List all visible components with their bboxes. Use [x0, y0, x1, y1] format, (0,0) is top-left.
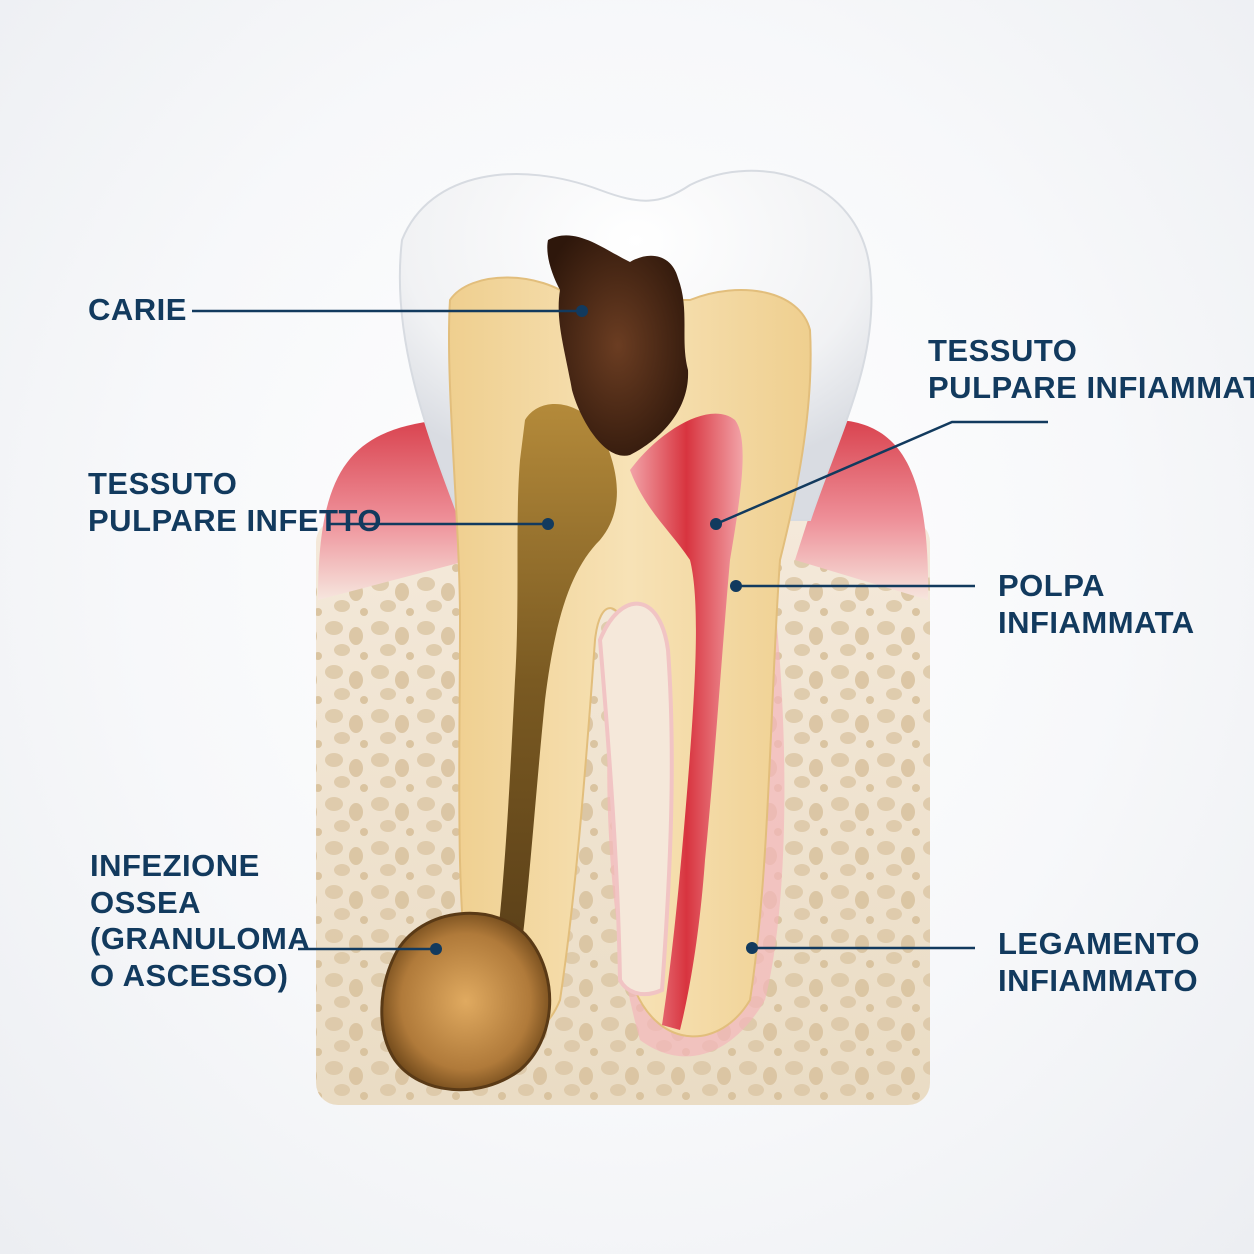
label-tessuto-pulpare-infetto-line-1: TESSUTO [88, 466, 238, 501]
label-infezione-ossea-line-1: INFEZIONE [90, 848, 260, 883]
leader-dot-infezione-ossea [430, 943, 442, 955]
label-infezione-ossea-line-2: OSSEA [90, 884, 202, 920]
leader-dot-tessuto-infiammato [710, 518, 722, 530]
label-tessuto-pulpare-infetto: TESSUTO PULPARE INFETTO [88, 466, 382, 539]
leader-dot-polpa-infiammata [730, 580, 742, 592]
label-polpa-infiammata-line-1: POLPA [998, 568, 1105, 603]
inflamed-pulp [630, 413, 743, 1030]
label-tessuto-pulpare-infiammato: TESSUTO PULPARE INFIAMMATO [928, 333, 1254, 406]
label-carie: CARIE [88, 292, 187, 329]
furcation-bone [597, 601, 674, 997]
label-infezione-ossea-line-3: (GRANULOMA [90, 921, 311, 957]
label-tessuto-pulpare-infiammato-line-2: PULPARE INFIAMMATO [928, 369, 1254, 405]
label-legamento-infiammato-line-2: INFIAMMATO [998, 962, 1199, 998]
leader-dot-tessuto-infetto [542, 518, 554, 530]
label-legamento-infiammato: LEGAMENTO INFIAMMATO [998, 926, 1200, 999]
leader-line-tessuto-infiammato [715, 420, 1048, 526]
leader-dot-carie [576, 305, 588, 317]
label-infezione-ossea: INFEZIONE OSSEA (GRANULOMA O ASCESSO) [90, 848, 310, 994]
label-infezione-ossea-line-4: O ASCESSO) [90, 957, 289, 993]
leader-dot-legamento [746, 942, 758, 954]
infected-pulp [495, 403, 617, 960]
label-polpa-infiammata: POLPA INFIAMMATA [998, 568, 1195, 641]
label-carie-line-1: CARIE [88, 292, 187, 327]
caries [547, 235, 689, 456]
label-tessuto-pulpare-infetto-line-2: PULPARE INFETTO [88, 502, 382, 538]
abscess [380, 911, 552, 1092]
leader-dots [430, 305, 758, 955]
label-legamento-infiammato-line-1: LEGAMENTO [998, 926, 1200, 961]
label-tessuto-pulpare-infiammato-line-1: TESSUTO [928, 333, 1078, 368]
label-polpa-infiammata-line-2: INFIAMMATA [998, 604, 1195, 640]
leader-lines [192, 309, 1048, 951]
